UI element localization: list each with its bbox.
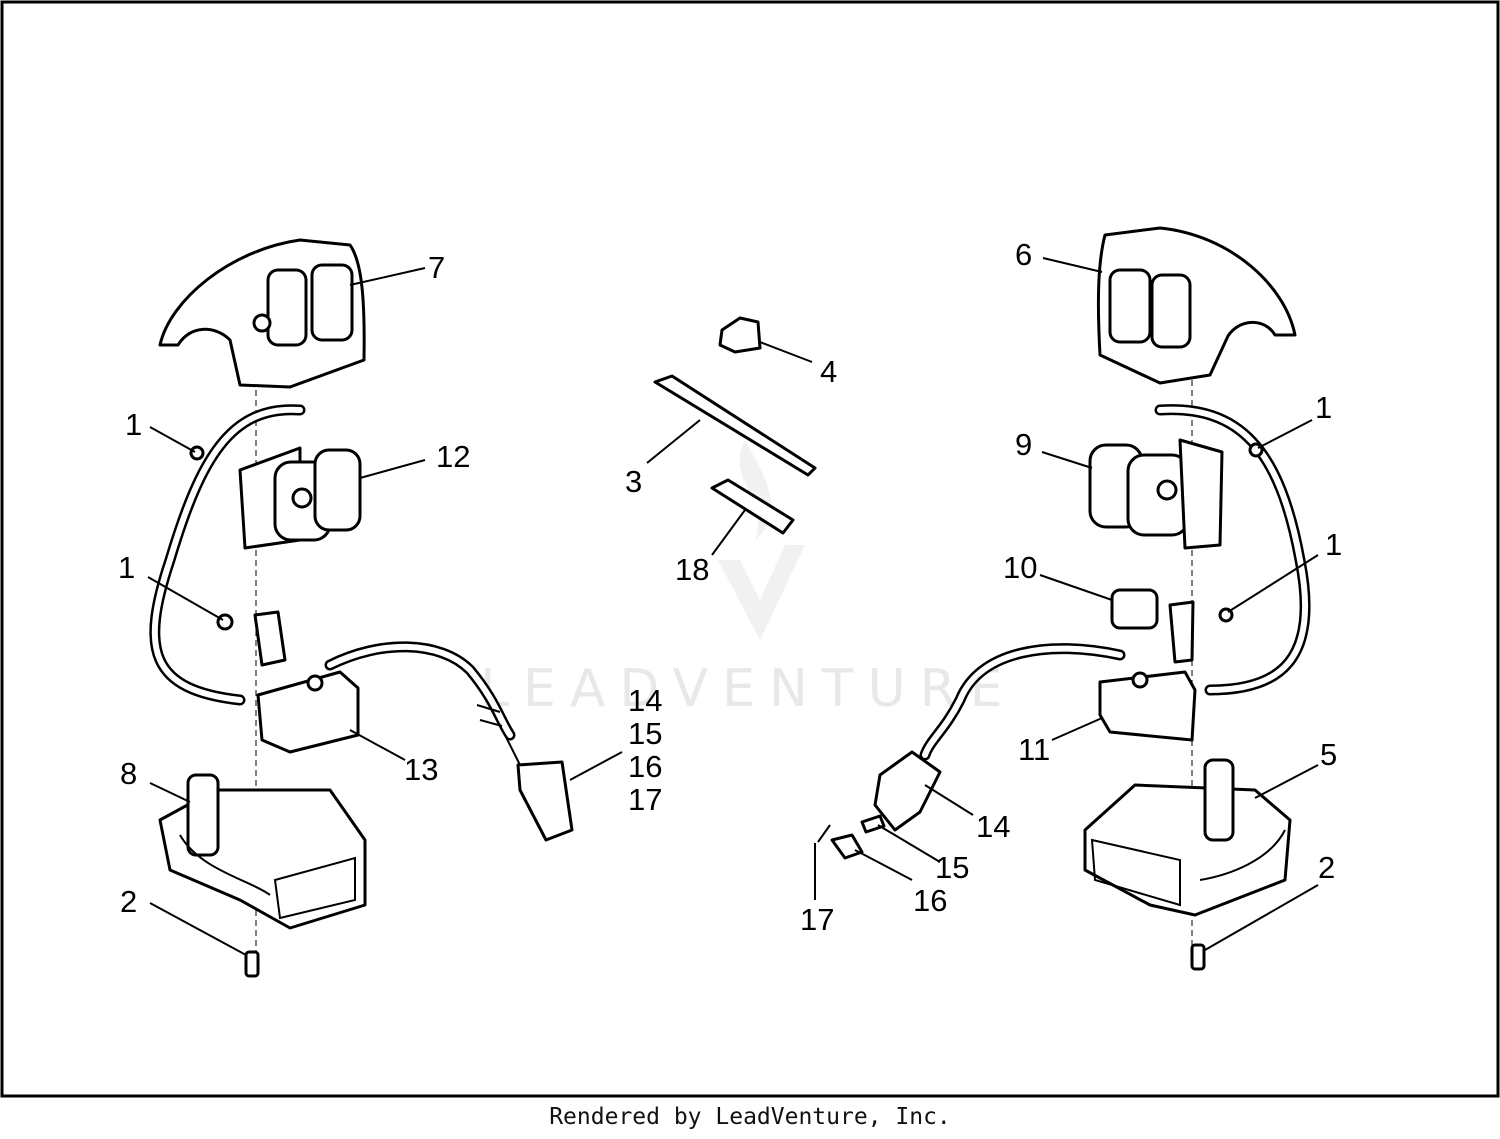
callout-9: 9 bbox=[1015, 427, 1032, 462]
callout-2-left: 2 bbox=[120, 884, 137, 919]
screw-1-upper-left bbox=[189, 445, 205, 461]
screw-2-left bbox=[244, 950, 260, 978]
seal-part-16 bbox=[830, 833, 864, 860]
callout-12: 12 bbox=[436, 439, 470, 474]
callout-13: 13 bbox=[404, 752, 438, 787]
callout-8: 8 bbox=[120, 756, 137, 791]
switch-assembly-left bbox=[238, 313, 362, 550]
callout-10: 10 bbox=[1003, 550, 1037, 585]
terminal-part-15 bbox=[860, 814, 886, 834]
watermark-text: LEADVENTURE bbox=[480, 659, 1017, 719]
callout-2-right: 2 bbox=[1318, 850, 1335, 885]
footer-credit: Rendered by LeadVenture, Inc. bbox=[549, 1104, 951, 1130]
switch-module-right bbox=[1098, 600, 1197, 742]
cable-strap-part-3 bbox=[653, 374, 817, 477]
callout-3: 3 bbox=[625, 464, 642, 499]
screw-1-lower-left bbox=[216, 613, 234, 631]
upper-housing-left bbox=[158, 238, 366, 389]
callout-1-lower-right: 1 bbox=[1325, 527, 1342, 562]
callout-14-left: 14 bbox=[628, 683, 662, 718]
callout-4: 4 bbox=[820, 354, 837, 389]
lower-housing-left bbox=[158, 773, 367, 930]
callout-18: 18 bbox=[675, 552, 709, 587]
callout-1-upper-right: 1 bbox=[1315, 390, 1332, 425]
callout-16-left: 16 bbox=[628, 749, 662, 784]
clip-part-4 bbox=[718, 316, 762, 354]
switch-module-left bbox=[253, 610, 360, 754]
connector-right bbox=[817, 750, 942, 860]
callout-17-left: 17 bbox=[628, 782, 662, 817]
callout-7: 7 bbox=[428, 250, 445, 285]
callout-1-upper-left: 1 bbox=[125, 407, 142, 442]
callout-6: 6 bbox=[1015, 237, 1032, 272]
connector-left bbox=[476, 704, 574, 842]
switch-assembly-right bbox=[1088, 438, 1224, 550]
callout-5: 5 bbox=[1320, 737, 1337, 772]
callout-17-right: 17 bbox=[800, 902, 834, 937]
callout-14-right: 14 bbox=[976, 809, 1010, 844]
upper-housing-right bbox=[1096, 226, 1297, 385]
diagram-border bbox=[0, 0, 1500, 1098]
pin-part-17 bbox=[817, 824, 831, 843]
lower-housing-right bbox=[1083, 758, 1292, 917]
callout-16-right: 16 bbox=[913, 883, 947, 918]
watermark-logo bbox=[718, 440, 805, 640]
callout-1-lower-left: 1 bbox=[118, 550, 135, 585]
callout-11: 11 bbox=[1018, 732, 1050, 767]
callout-15-right: 15 bbox=[935, 850, 969, 885]
relay-part-10 bbox=[1110, 588, 1159, 630]
tube-part-18 bbox=[710, 478, 795, 535]
callout-15-left: 15 bbox=[628, 716, 662, 751]
screw-2-right bbox=[1190, 943, 1206, 971]
leader-lines bbox=[147, 257, 1319, 956]
